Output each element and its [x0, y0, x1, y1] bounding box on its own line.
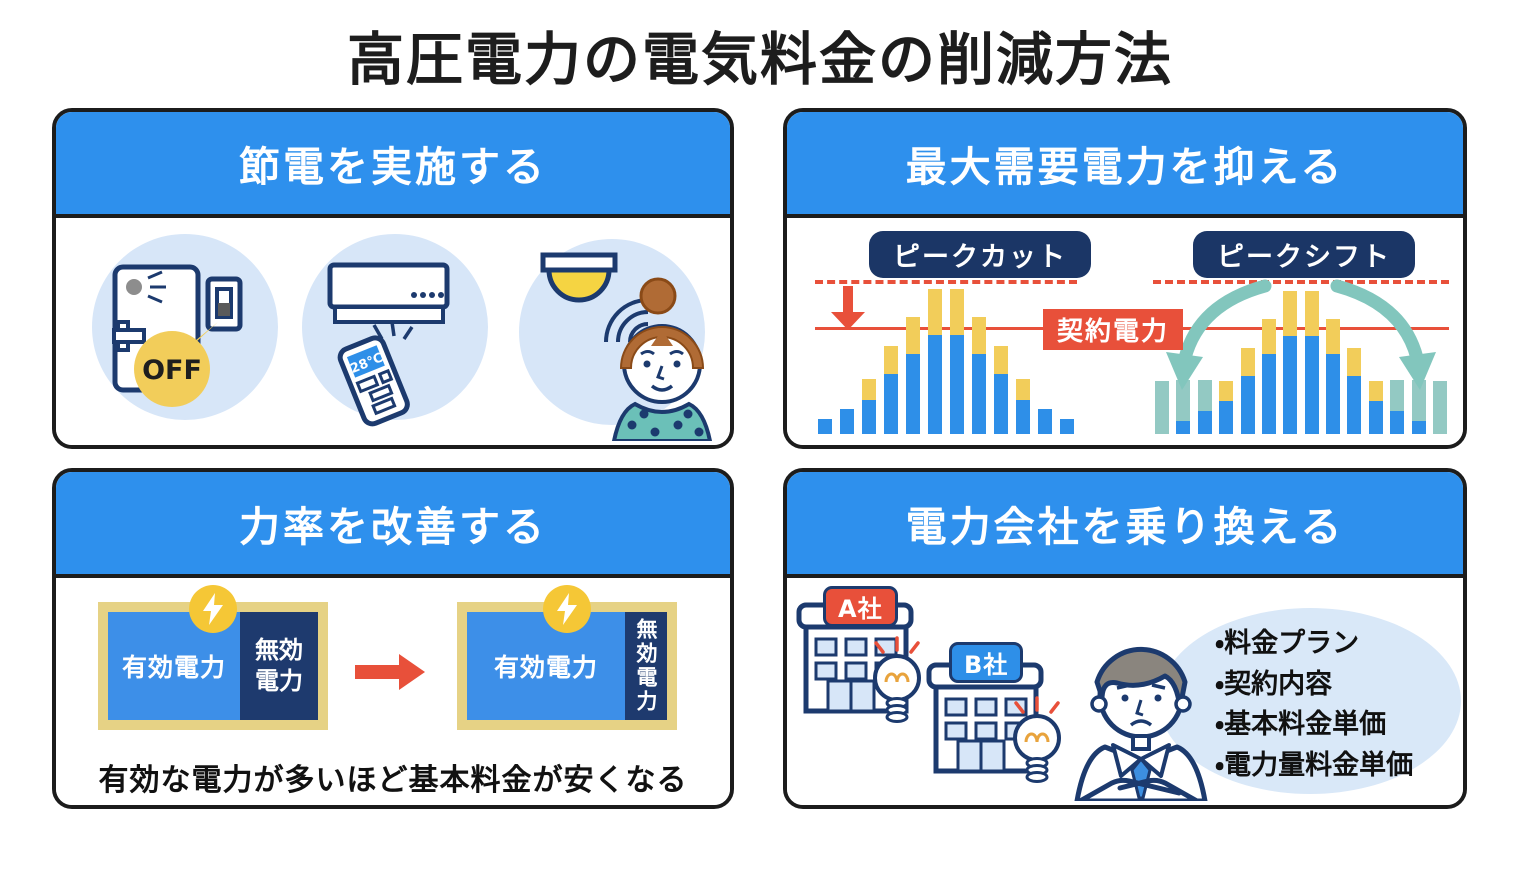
reactive-power-label: 無効電力	[634, 618, 658, 714]
panel-switch-company-header: 電力会社を乗り換える	[787, 472, 1463, 578]
panel-save-power: 節電を実施する OFF	[52, 108, 734, 449]
panel-save-power-title: 節電を実施する	[239, 143, 547, 191]
panel-save-power-body: OFF 28℃	[56, 218, 730, 445]
company-a-label: A社	[823, 586, 898, 627]
page-title: 高圧電力の電気料金の削減方法	[347, 27, 1173, 93]
panel-switch-company-body: A社 B社 ・料金プラン ・契約内容 ・基本料金単価 ・電力量料金単価	[787, 578, 1463, 805]
bar	[840, 409, 854, 434]
bar	[972, 317, 986, 434]
bar	[1219, 381, 1234, 434]
company-b-label: B社	[949, 642, 1024, 683]
list-item: ・料金プラン	[1215, 628, 1360, 659]
shift-right-arrow-icon	[1330, 279, 1436, 390]
list-item: ・電力量料金単価	[1215, 749, 1414, 781]
panel-switch-company-title: 電力会社を乗り換える	[905, 503, 1345, 551]
panel-peak-demand-body: ピークカット ピークシフト 契約電力	[787, 218, 1463, 445]
peak-cut-label: ピークカット	[869, 231, 1091, 278]
reactive-power-block: 無効電力	[240, 612, 318, 720]
air-conditioner-remote-icon: 28℃	[302, 234, 488, 427]
list-item: ・基本料金単価	[1215, 709, 1387, 740]
lightning-bolt-icon	[543, 585, 591, 633]
power-factor-after-diagram: 有効電力 無効電力	[457, 585, 677, 730]
bar	[950, 289, 964, 434]
bar	[1155, 381, 1169, 434]
peak-shift-label: ピークシフト	[1193, 231, 1415, 278]
bar	[1176, 380, 1191, 434]
off-label: OFF	[142, 355, 202, 386]
bar	[1240, 348, 1255, 434]
bar	[1326, 319, 1340, 434]
lightning-bolt-icon	[189, 585, 237, 633]
bar	[1261, 319, 1276, 434]
bar	[884, 346, 898, 434]
consideration-list: ・料金プラン ・契約内容 ・基本料金単価 ・電力量料金単価	[1215, 624, 1413, 786]
bar	[1016, 379, 1030, 434]
bar	[1283, 291, 1298, 434]
bar	[862, 379, 876, 434]
bar	[1368, 381, 1383, 434]
active-power-block: 有効電力	[467, 612, 625, 720]
bar	[1060, 419, 1074, 434]
peak-cut-chart	[818, 288, 1074, 434]
reactive-power-block: 無効電力	[625, 612, 667, 720]
bar	[1038, 409, 1052, 434]
ceiling-light-person-icon	[519, 239, 713, 441]
thinking-man-icon	[1074, 647, 1208, 801]
panel-peak-demand-header: 最大需要電力を抑える	[787, 112, 1463, 218]
panel-switch-company: 電力会社を乗り換える	[783, 468, 1467, 809]
panel-power-factor: 力率を改善する 有効電力 無効電力 有効電力	[52, 468, 734, 809]
contract-power-label: 契約電力	[1043, 309, 1184, 350]
remote-control-icon: 28℃	[337, 335, 410, 427]
peak-cut-down-arrow-icon	[831, 286, 865, 330]
lightbulb-icon	[873, 636, 921, 723]
previous-peak-dashed-line	[1153, 280, 1449, 284]
panel-peak-demand-title: 最大需要電力を抑える	[905, 143, 1345, 191]
bar	[1432, 381, 1447, 434]
peak-shift-chart	[1155, 288, 1447, 434]
panel-power-factor-header: 力率を改善する	[56, 472, 730, 578]
list-item: ・契約内容	[1215, 668, 1333, 700]
power-factor-caption: 有効な電力が多いほど基本料金が安くなる	[98, 763, 688, 798]
power-factor-before-diagram: 有効電力 無効電力	[98, 585, 328, 730]
light-switch-off-icon: OFF	[92, 234, 278, 420]
shift-left-arrow-icon	[1166, 279, 1272, 390]
panel-peak-demand: 最大需要電力を抑える ピークカット ピークシフト 契約電力	[783, 108, 1467, 449]
bar	[1347, 348, 1362, 434]
bar	[1411, 380, 1426, 434]
previous-peak-dashed-line	[815, 280, 1077, 284]
bar	[1197, 380, 1212, 434]
lightbulb-icon	[1013, 696, 1061, 783]
bar	[994, 346, 1008, 434]
consideration-bubble	[1159, 608, 1461, 794]
active-power-block: 有効電力	[108, 612, 240, 720]
reactive-power-label: 無効電力	[255, 635, 303, 695]
panel-power-factor-title: 力率を改善する	[239, 503, 547, 551]
panel-power-factor-body: 有効電力 無効電力 有効電力 無効電力 有効な電力が多いほど基本	[56, 578, 730, 805]
bar	[1304, 291, 1319, 434]
peak-shift-arrows	[1166, 279, 1436, 390]
bar	[928, 289, 942, 434]
save-power-illustrations: OFF 28℃	[92, 234, 713, 441]
panel-save-power-header: 節電を実施する	[56, 112, 730, 218]
improvement-arrow-icon	[355, 654, 425, 690]
bar	[906, 317, 920, 434]
woman-icon	[611, 277, 713, 441]
bar	[1390, 380, 1405, 434]
panel-grid: 節電を実施する OFF	[52, 108, 1520, 809]
bar	[818, 419, 832, 434]
